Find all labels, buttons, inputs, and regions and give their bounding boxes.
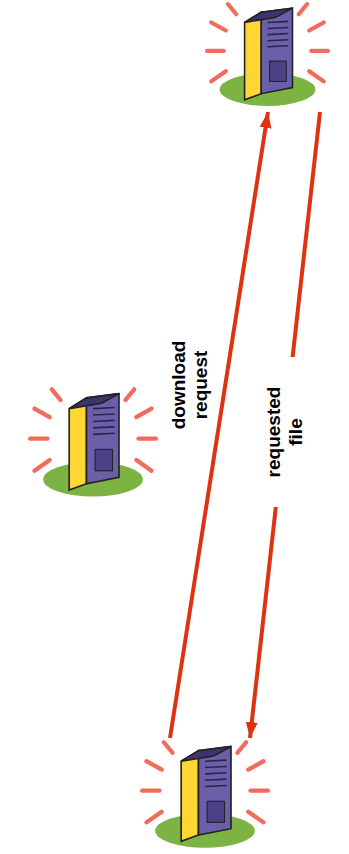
signal-ray — [309, 22, 324, 30]
server-slot — [268, 40, 289, 41]
server-slot — [268, 46, 289, 47]
signal-ray — [147, 761, 162, 769]
server-slot — [93, 427, 115, 428]
server-grille — [207, 801, 224, 822]
server-slot — [205, 773, 227, 774]
server-node — [28, 385, 158, 503]
arrow-connector — [250, 112, 320, 738]
signal-ray — [139, 436, 156, 440]
signal-ray — [147, 812, 162, 823]
server-icon — [205, 0, 330, 112]
server-slot — [93, 433, 115, 434]
signal-ray — [207, 49, 224, 53]
signal-ray — [211, 22, 226, 30]
server-slot — [205, 785, 227, 786]
server-icon — [140, 738, 270, 854]
signal-ray — [30, 436, 47, 440]
server-slot — [93, 414, 115, 415]
signal-ray — [228, 4, 236, 14]
server-front — [245, 12, 262, 100]
signal-ray — [248, 761, 263, 769]
server-body — [87, 394, 120, 484]
signal-ray — [248, 812, 263, 823]
server-slot — [93, 408, 115, 409]
server-slot — [268, 34, 289, 35]
server-top — [69, 394, 119, 409]
signal-ray — [211, 71, 226, 81]
server-slot — [205, 760, 227, 761]
server-grille — [95, 449, 112, 470]
server-top — [181, 746, 231, 761]
server-node — [205, 0, 330, 112]
server-slot — [93, 420, 115, 421]
server-front — [181, 751, 198, 842]
signal-ray — [52, 389, 61, 400]
signal-ray — [251, 789, 268, 793]
server-slot — [205, 779, 227, 780]
signal-ray — [309, 71, 324, 81]
signal-ray — [311, 49, 328, 53]
signal-ray — [136, 460, 151, 471]
signal-ray — [238, 742, 247, 753]
edge-label: requested file — [263, 357, 307, 507]
signal-ray — [35, 409, 50, 418]
server-slot — [205, 766, 227, 767]
server-icon — [28, 385, 158, 503]
signal-ray — [35, 460, 50, 471]
signal-ray — [164, 742, 173, 753]
server-front — [69, 398, 86, 490]
server-slot — [268, 27, 289, 28]
signal-ray — [136, 409, 151, 418]
edge-label: download request — [168, 335, 212, 435]
signal-ray — [142, 789, 159, 793]
server-body — [261, 8, 292, 94]
signal-ray — [126, 389, 135, 400]
server-grille — [270, 61, 287, 81]
server-node — [140, 738, 270, 854]
server-body — [199, 746, 232, 835]
signal-ray — [299, 4, 307, 14]
server-slot — [268, 21, 289, 22]
server-top — [245, 8, 293, 22]
